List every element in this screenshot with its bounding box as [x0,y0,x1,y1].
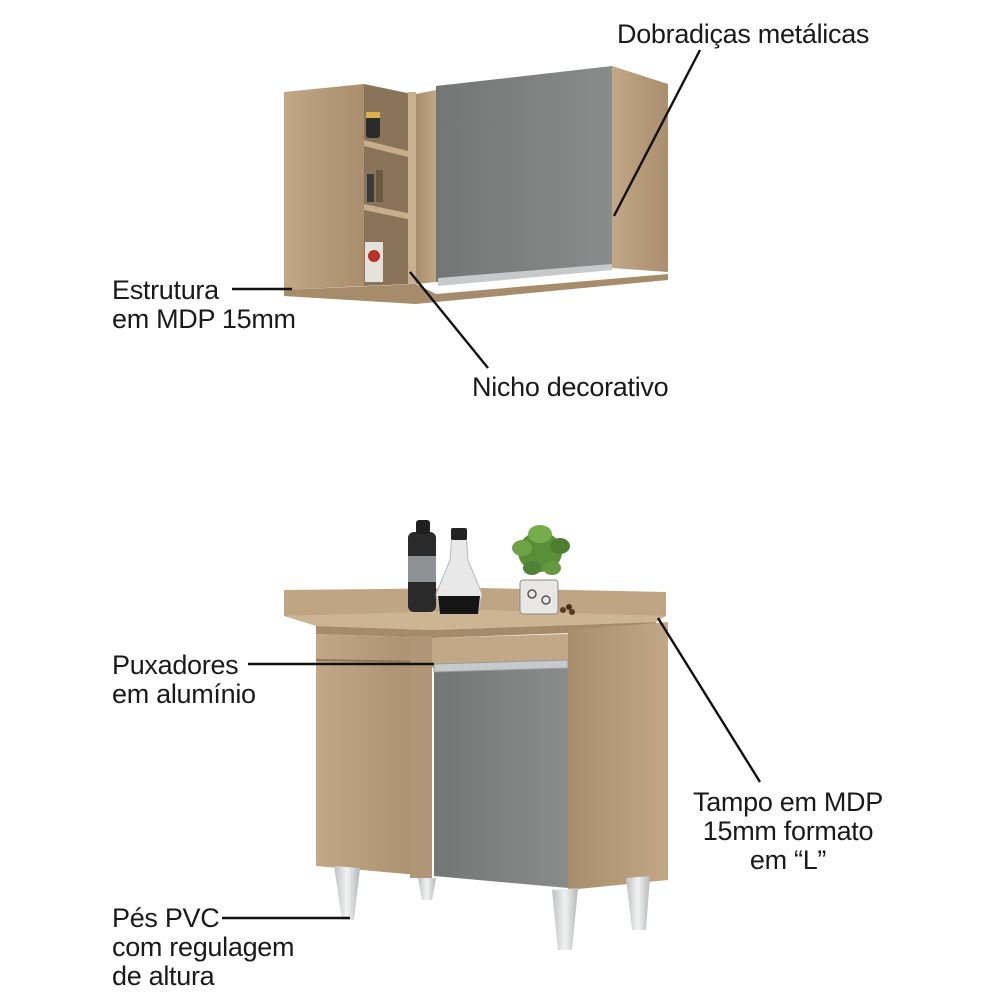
grinder-cap [416,520,430,534]
coffee-bean [569,609,575,615]
niche-bottle [367,174,374,202]
label-structure-line-1: Estrutura [112,275,219,305]
niche-shelf [364,204,412,220]
wall-cabinet-door [436,66,612,282]
wall-cabinet-right-side [612,66,668,272]
leader-niche [409,271,489,369]
leader-countertop [656,617,762,783]
label-structure: Estrutura em MDP 15mm [112,276,296,334]
pvc-foot [552,888,578,950]
niche-box-pattern [368,250,380,262]
wall-cabinet-left-side [284,84,364,290]
pvc-foot [418,878,436,900]
wall-cabinet-divider [416,90,436,284]
label-handles: Puxadores em alumínio [112,651,256,709]
niche-jar [366,112,380,138]
leader-hinges [612,49,702,217]
leader-lines [222,49,762,920]
countertop-decor [408,520,575,615]
label-countertop-line-1: Tampo em MDP [693,787,883,817]
label-handles-line-1: Puxadores [112,650,239,680]
label-feet-line-1: Pés PVC [112,903,220,933]
coffee-bean [566,604,572,610]
label-handles-line-2: em alumínio [112,679,256,709]
grinder-band [408,556,436,582]
label-feet-line-2: com regulagem [112,932,295,962]
bottle-cap [451,528,467,540]
label-feet: Pés PVC com regulagem de altura [112,904,294,991]
label-countertop-line-3: em “L” [749,845,827,875]
niche-edge [408,92,416,286]
countertop-edge [316,622,656,638]
plant-pot [519,579,559,615]
coffee-bean [560,607,566,613]
label-structure-line-2: em MDP 15mm [112,304,296,334]
base-cabinet [284,588,668,950]
bottle-liquid [438,596,480,614]
wall-cabinet-bottom [284,274,668,304]
label-feet-line-3: de altura [112,961,215,991]
label-countertop: Tampo em MDP 15mm formato em “L” [672,788,904,875]
wall-cabinet [284,66,668,304]
pot-pattern [541,595,551,605]
drawer-front [432,634,568,668]
plant-leaves [512,525,570,575]
niche-jar-lid [366,112,380,118]
pvc-foot [334,866,360,920]
pot-pattern [527,589,537,599]
niche-shelf [364,140,412,158]
label-hinges: Dobradiças metálicas [617,19,870,49]
pvc-foot [626,876,650,930]
base-right-panel [568,622,668,890]
base-cabinet-door [434,664,568,888]
base-left-panel [316,634,430,876]
panel-edge [410,636,432,878]
niche-bottle [376,170,383,202]
label-countertop-line-2: 15mm formato [702,816,874,846]
label-niche: Nicho decorativo [472,372,669,402]
countertop-surface [284,610,666,630]
wall-door-handle [438,264,612,286]
